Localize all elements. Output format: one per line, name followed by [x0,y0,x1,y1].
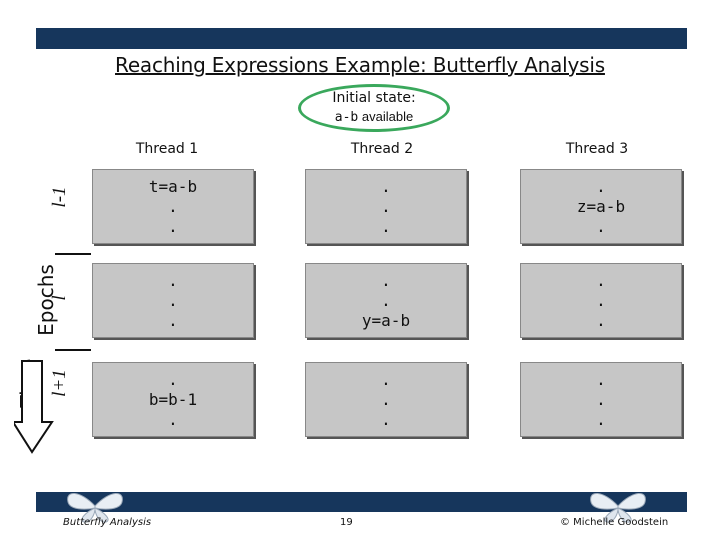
row-label-l: l [49,295,70,301]
callout-text: available [358,109,414,124]
cell-epoch-l+1-thread-2: ... [305,362,467,437]
row-label-l-plus-1: l+1 [49,369,70,397]
footer-left: Butterfly Analysis [63,517,152,528]
row-label-l-minus-1: l-1 [49,186,70,208]
initial-state-callout [298,84,450,132]
butterfly-icon [590,493,646,523]
cell-epoch-l-thread-3: ... [520,263,682,338]
epoch-separator [55,253,91,255]
footer-page-number: 19 [340,517,353,528]
callout-code: a-b [334,110,359,125]
cell-epoch-l+1-thread-1: .b=b-1. [92,362,254,437]
cell-epoch-l-thread-1: ... [92,263,254,338]
epoch-separator [55,349,91,351]
thread-2-header: Thread 2 [350,141,414,157]
slide-title: Reaching Expressions Example: Butterfly … [115,53,605,77]
cell-epoch-l-thread-2: ..y=a-b [305,263,467,338]
butterfly-icon [67,493,123,523]
cell-epoch-l-1-thread-2: ... [305,169,467,244]
thread-1-header: Thread 1 [135,141,199,157]
bottom-bar [36,492,687,512]
thread-3-header: Thread 3 [565,141,629,157]
cell-epoch-l-1-thread-1: t=a-b.. [92,169,254,244]
callout-line-1: Initial state: [332,90,416,106]
time-arrow-icon [14,360,54,454]
top-bar [36,28,687,49]
cell-epoch-l-1-thread-3: .z=a-b. [520,169,682,244]
footer-copyright: © Michelle Goodstein [560,517,669,528]
callout-line-2: a-b available [298,109,450,125]
cell-epoch-l+1-thread-3: ... [520,362,682,437]
